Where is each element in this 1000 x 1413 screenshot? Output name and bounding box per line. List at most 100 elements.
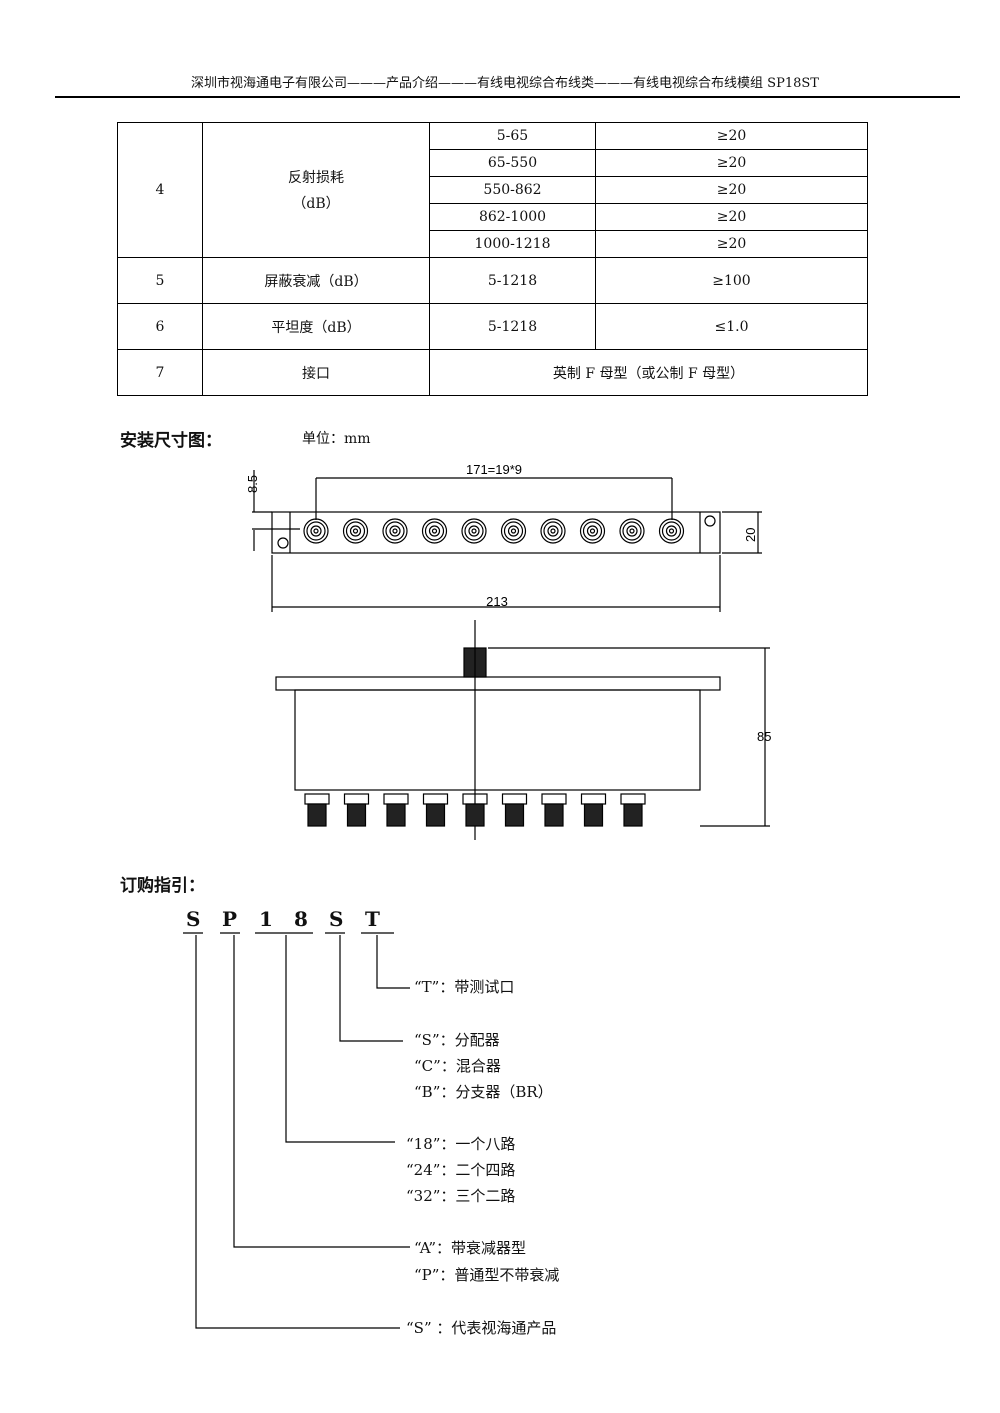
pitch-dimension: 171=19*9 [466, 462, 522, 477]
range: 862-1000 [429, 203, 596, 231]
order-option: “C”：混合器 [414, 1057, 501, 1075]
connector-thread [465, 803, 485, 827]
length-dimension: 213 [486, 594, 508, 609]
order-option: “P”：普通型不带衰减 [414, 1266, 560, 1284]
code-char: 8 [294, 907, 308, 931]
f-port-icon [586, 525, 599, 537]
f-port-icon [424, 521, 445, 541]
f-port-icon [547, 525, 559, 537]
order-option: “S”：分配器 [414, 1031, 500, 1049]
order-option: “A”：带衰减器型 [414, 1239, 527, 1257]
connector-nut [541, 793, 567, 805]
row-no: 7 [117, 349, 203, 396]
connector-thread [307, 803, 327, 827]
f-port-icon [503, 521, 524, 541]
install-title: 安装尺寸图： [120, 431, 222, 451]
range: 5-65 [429, 122, 596, 150]
f-port-icon [579, 518, 606, 544]
f-port-icon [668, 528, 675, 534]
order-option: “S” ：代表视海通产品 [406, 1319, 557, 1337]
value: ≤1.0 [595, 303, 868, 350]
f-port-icon [461, 518, 487, 544]
f-port-icon [464, 521, 484, 541]
row-no: 4 [117, 122, 203, 258]
f-port-icon [629, 528, 635, 534]
f-port-icon [661, 521, 682, 541]
bottom-connectors [304, 793, 646, 827]
f-port-icon [313, 528, 319, 534]
code-char: T [365, 907, 380, 931]
f-port-icon [510, 528, 517, 534]
f-port-icon [543, 521, 563, 541]
order-option: “32”：三个二路 [406, 1187, 516, 1205]
f-port-icon [468, 525, 480, 537]
connector-nut [620, 793, 646, 805]
item-unit: （dB） [292, 196, 340, 212]
connector-nut [580, 793, 607, 805]
f-port-icon [428, 525, 441, 537]
f-port-icon [589, 528, 596, 534]
spec-table: 4 反射损耗（dB） 5-65≥20 65-550≥20 550-862≥20 … [117, 122, 868, 396]
f-port-icon [385, 521, 405, 541]
code-char: S [186, 907, 201, 931]
connector-thread [386, 803, 406, 827]
f-port-icon [342, 518, 369, 544]
connector-thread [623, 803, 643, 827]
item-label: 反射损耗 [288, 170, 344, 186]
connector-nut [422, 793, 449, 805]
f-port-icon [352, 528, 359, 534]
module-top-view [271, 511, 721, 554]
page-header: 深圳市视海通电子有限公司———产品介绍———有线电视综合布线类———有线电视综合… [191, 76, 819, 91]
f-port-icon [622, 521, 642, 541]
module-flange [275, 676, 721, 691]
port-row [303, 518, 685, 544]
f-port-icon [665, 525, 678, 537]
row-item: 反射损耗 （dB） [202, 122, 430, 258]
code-char: 1 [259, 907, 273, 931]
f-port-icon [345, 521, 366, 541]
table-row: 550-862≥20 [118, 176, 868, 204]
f-port-icon [392, 528, 398, 534]
f-port-icon [389, 525, 401, 537]
connector-thread [346, 803, 367, 827]
range: 65-550 [429, 149, 596, 177]
depth-dimension: 85 [757, 729, 771, 744]
table-row: 4 反射损耗 （dB） 5-65≥20 [117, 122, 868, 258]
f-port-icon [507, 525, 520, 537]
row-item: 接口 [202, 349, 430, 396]
connector-nut [501, 793, 528, 805]
row-item: 屏蔽衰减（dB） [202, 257, 430, 304]
f-port-icon [306, 521, 326, 541]
order-option: “18”：一个八路 [406, 1135, 516, 1153]
f-port-icon [582, 521, 603, 541]
f-port-icon [382, 518, 408, 544]
f-port-icon [619, 518, 645, 544]
f-port-icon [550, 528, 556, 534]
table-row: 862-1000≥20 [118, 203, 868, 231]
value: ≥20 [595, 149, 868, 177]
order-option: “T”：带测试口 [414, 978, 515, 996]
module-body [294, 689, 701, 791]
f-port-icon [310, 525, 322, 537]
height-dimension: 20 [743, 528, 758, 542]
connector-thread [583, 803, 604, 827]
header-rule [55, 96, 960, 98]
f-port-icon [349, 525, 362, 537]
range: 5-1218 [429, 257, 596, 304]
f-port-icon [471, 528, 477, 534]
table-row: 1000-1218≥20 [118, 230, 868, 258]
offset-dimension: 8.5 [245, 475, 260, 493]
order-option: “24”：二个四路 [406, 1161, 516, 1179]
f-port-icon [500, 518, 527, 544]
value: 英制 F 母型（或公制 F 母型） [429, 349, 868, 396]
connector-thread [544, 803, 564, 827]
connector-thread [425, 803, 446, 827]
install-unit: 单位：mm [302, 431, 371, 447]
f-port-icon [626, 525, 638, 537]
order-option: “B”：分支器（BR） [414, 1083, 553, 1101]
